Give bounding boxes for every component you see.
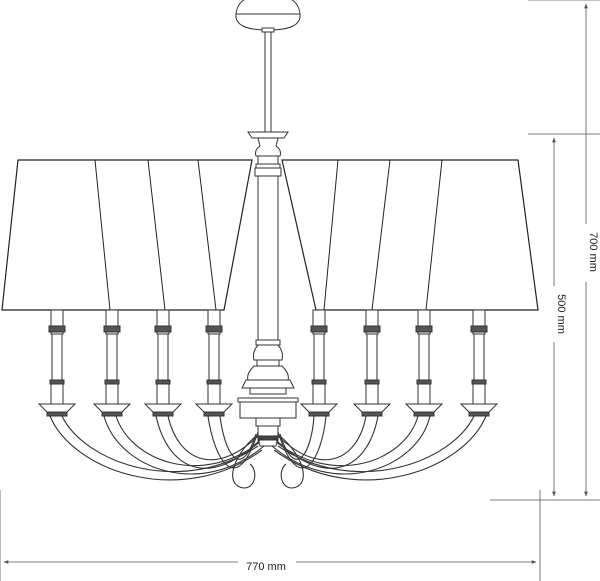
suspension-rod	[261, 27, 275, 133]
candle-holder-5	[299, 309, 339, 417]
candle-holder-8	[459, 309, 499, 417]
candle-holders	[37, 309, 499, 417]
candle-holder-2	[92, 309, 132, 417]
central-column	[237, 131, 299, 447]
height-total-label: 700 mm	[587, 232, 599, 272]
width-label: 770 mm	[246, 561, 286, 573]
candle-holder-4	[194, 309, 234, 417]
curved-arms	[49, 415, 487, 489]
dimension-labels: 700 mm 500 mm 770 mm	[238, 224, 599, 573]
candle-holder-3	[143, 309, 183, 417]
left-shade	[1, 159, 253, 311]
candle-holder-6	[352, 309, 392, 417]
shade-pleats	[94, 159, 443, 311]
lamp-shades	[1, 159, 539, 311]
right-shade	[281, 159, 539, 311]
height-body-label: 500 mm	[555, 294, 567, 334]
candle-holder-1	[37, 309, 77, 417]
candle-holder-7	[404, 309, 444, 417]
ceiling-canopy	[235, 0, 301, 31]
